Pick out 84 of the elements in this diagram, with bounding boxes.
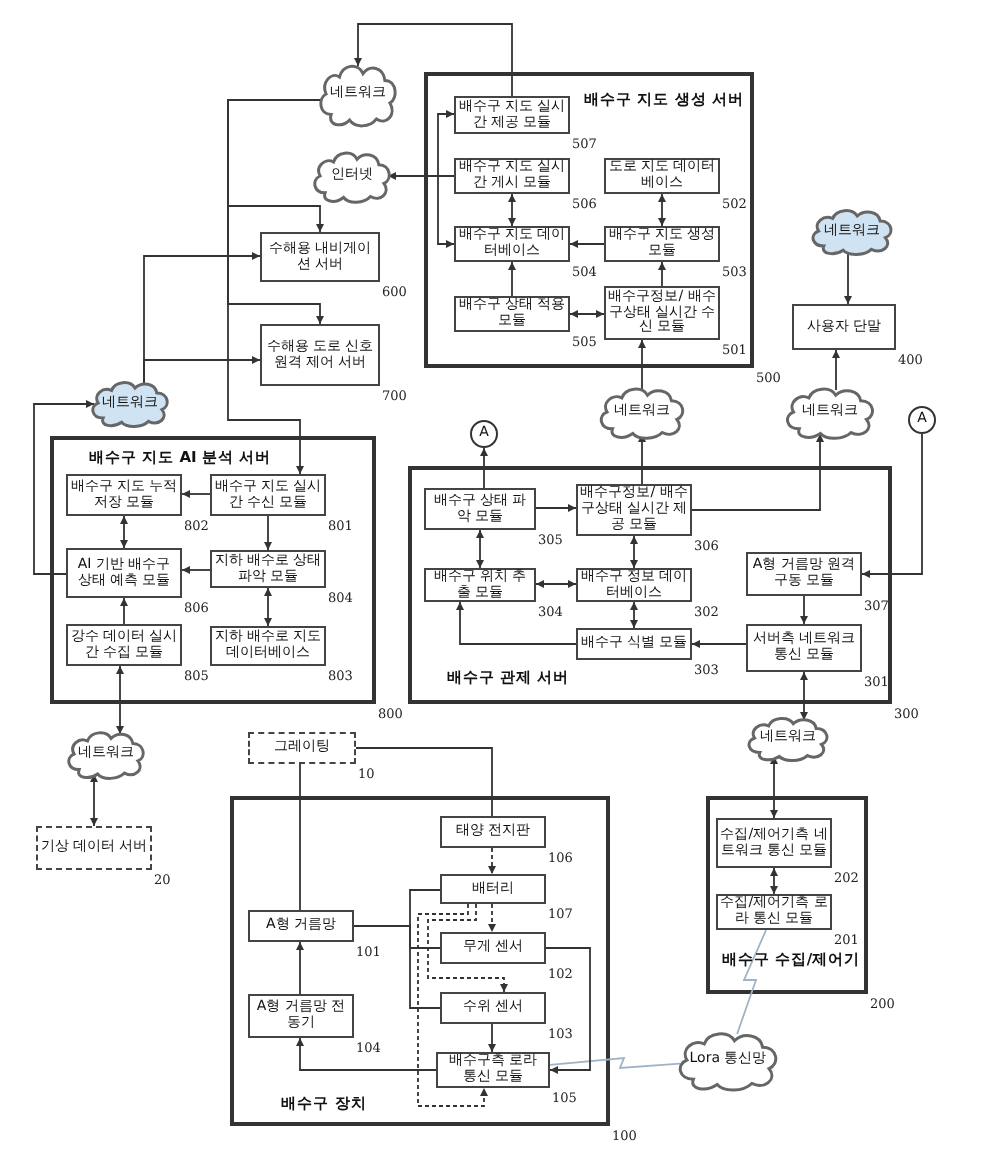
arrow — [638, 339, 646, 391]
network-cloud — [596, 384, 688, 440]
server-panel — [706, 796, 868, 994]
network-cloud — [64, 728, 148, 780]
network-cloud — [808, 206, 896, 256]
double-arrow — [535, 580, 577, 588]
double-arrow — [437, 110, 455, 248]
arrow — [181, 566, 211, 574]
module-box — [248, 910, 354, 942]
double-arrow — [569, 310, 605, 318]
arrow — [120, 597, 128, 625]
double-arrow — [658, 193, 666, 227]
module-box — [424, 488, 536, 530]
connector-circle — [908, 406, 936, 434]
double-arrow — [630, 601, 638, 629]
arrow — [33, 400, 95, 575]
dashed-box — [248, 732, 356, 764]
module-box — [792, 304, 896, 350]
network-cloud — [310, 148, 394, 204]
double-arrow — [630, 535, 638, 569]
server-panel — [50, 436, 376, 704]
module-box — [440, 932, 546, 964]
arrow — [143, 356, 261, 385]
arrow — [417, 903, 488, 1107]
module-box — [436, 1052, 550, 1088]
arrow — [181, 490, 211, 498]
dashed-box — [36, 826, 152, 870]
network-cloud — [316, 60, 400, 128]
wireless-link — [549, 1056, 681, 1069]
arrow — [861, 433, 923, 578]
arrow — [480, 447, 488, 489]
arrow — [535, 504, 577, 512]
module-box — [260, 324, 380, 386]
double-arrow — [770, 755, 778, 819]
module-box — [424, 568, 536, 602]
arrow — [545, 947, 591, 1074]
arrow — [456, 601, 577, 645]
connector-line — [355, 747, 493, 817]
double-arrow — [120, 515, 128, 549]
double-arrow — [508, 193, 516, 227]
network-cloud — [782, 384, 878, 440]
arrow — [227, 99, 323, 475]
arrow — [508, 261, 516, 297]
network-cloud — [744, 714, 832, 762]
wireless-link — [736, 929, 767, 1035]
module-box — [440, 816, 546, 848]
connector-line — [353, 925, 441, 1009]
module-box — [260, 232, 380, 282]
arrow — [264, 515, 272, 551]
network-cloud — [88, 378, 172, 428]
server-panel — [408, 466, 892, 704]
double-arrow — [770, 867, 778, 895]
network-cloud — [674, 1028, 782, 1092]
server-panel — [424, 72, 754, 368]
double-arrow — [264, 587, 272, 627]
server-panel — [230, 796, 610, 1126]
arrow — [638, 433, 646, 485]
arrow — [691, 640, 747, 648]
module-box — [716, 818, 832, 868]
arrow — [658, 261, 666, 287]
module-box — [66, 548, 182, 598]
double-arrow — [476, 529, 484, 569]
arrow — [488, 847, 496, 875]
arrow — [569, 240, 605, 248]
arrow — [844, 249, 852, 305]
arrow — [387, 172, 455, 180]
arrow — [427, 903, 508, 993]
module-box — [440, 992, 546, 1024]
arrow — [832, 349, 840, 391]
double-arrow — [90, 773, 98, 827]
module-box — [440, 874, 546, 904]
double-arrow — [116, 665, 124, 735]
arrow — [296, 1037, 437, 1071]
arrow — [354, 23, 513, 97]
arrow — [488, 903, 496, 933]
connector-line — [299, 763, 301, 911]
arrow — [296, 941, 304, 995]
module-box — [746, 624, 862, 672]
arrow — [800, 595, 808, 625]
arrow — [488, 1023, 496, 1053]
module-box — [576, 628, 692, 660]
connector-circle — [470, 420, 498, 448]
double-arrow — [800, 671, 808, 721]
arrow — [691, 433, 824, 511]
